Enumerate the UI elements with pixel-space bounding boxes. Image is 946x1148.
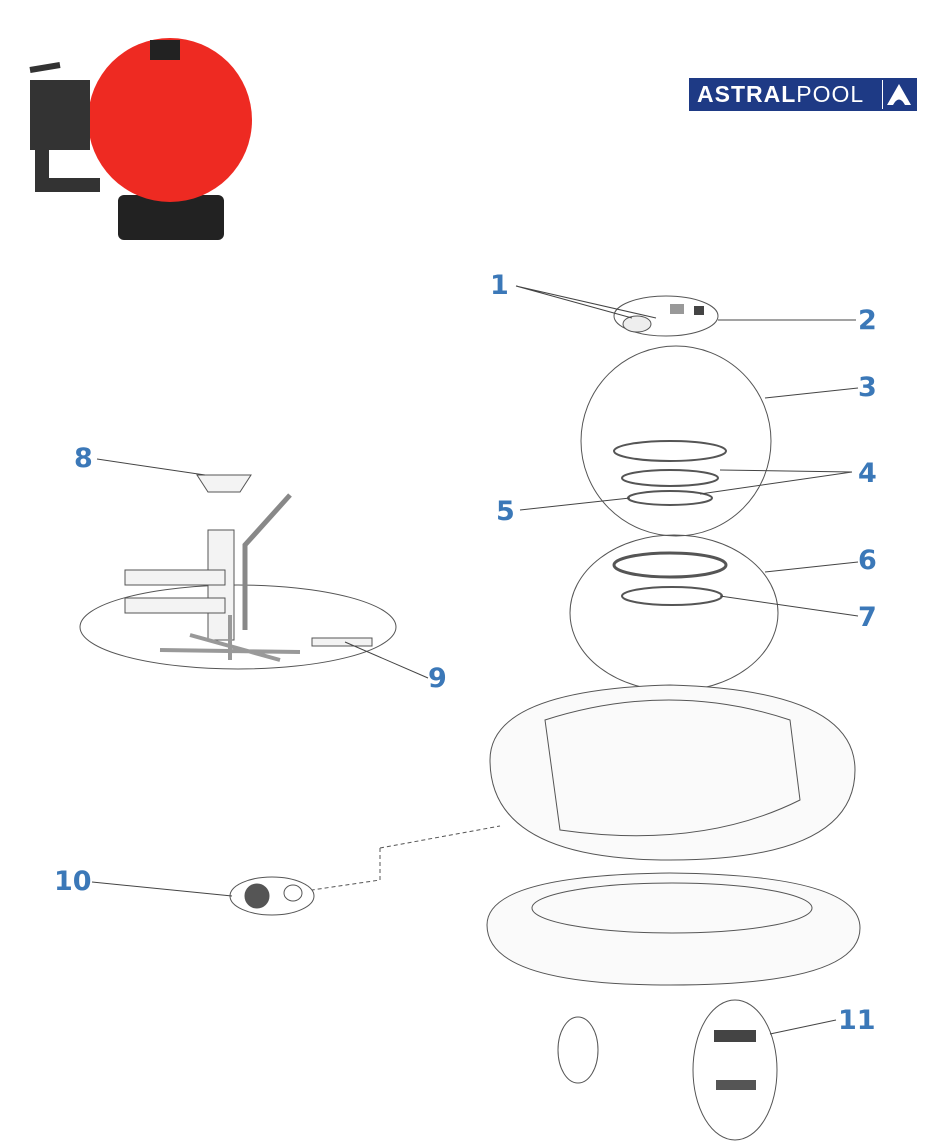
- logo-mark-icon: [882, 80, 915, 109]
- tank-base: [486, 872, 861, 986]
- callout-7: 7: [858, 602, 877, 633]
- callout-10: 10: [54, 866, 92, 897]
- lid-group-outline: [613, 295, 719, 337]
- drain-assembly-outline: [692, 999, 778, 1141]
- callout-9: 9: [428, 663, 447, 694]
- astralpool-logo: ASTRALPOOL: [689, 78, 917, 111]
- callout-leaders: [91, 285, 859, 1035]
- drain-plug-outline: [557, 1016, 599, 1084]
- tank-body: [489, 684, 856, 861]
- callout-11: 11: [838, 1005, 876, 1036]
- callout-2: 2: [858, 305, 877, 336]
- callout-6: 6: [858, 545, 877, 576]
- callout-3: 3: [858, 372, 877, 403]
- filter-product-image: [29, 38, 252, 240]
- logo-text-bold: ASTRAL: [697, 81, 797, 107]
- callout-4: 4: [858, 458, 877, 489]
- collector-sphere-bottom: [569, 534, 779, 692]
- logo-text-light: POOL: [796, 81, 865, 107]
- lateral-collector-outline: [79, 584, 397, 670]
- collector-sphere-top: [580, 345, 772, 537]
- callout-5: 5: [496, 496, 515, 527]
- callout-1: 1: [490, 270, 509, 301]
- callout-8: 8: [74, 443, 93, 474]
